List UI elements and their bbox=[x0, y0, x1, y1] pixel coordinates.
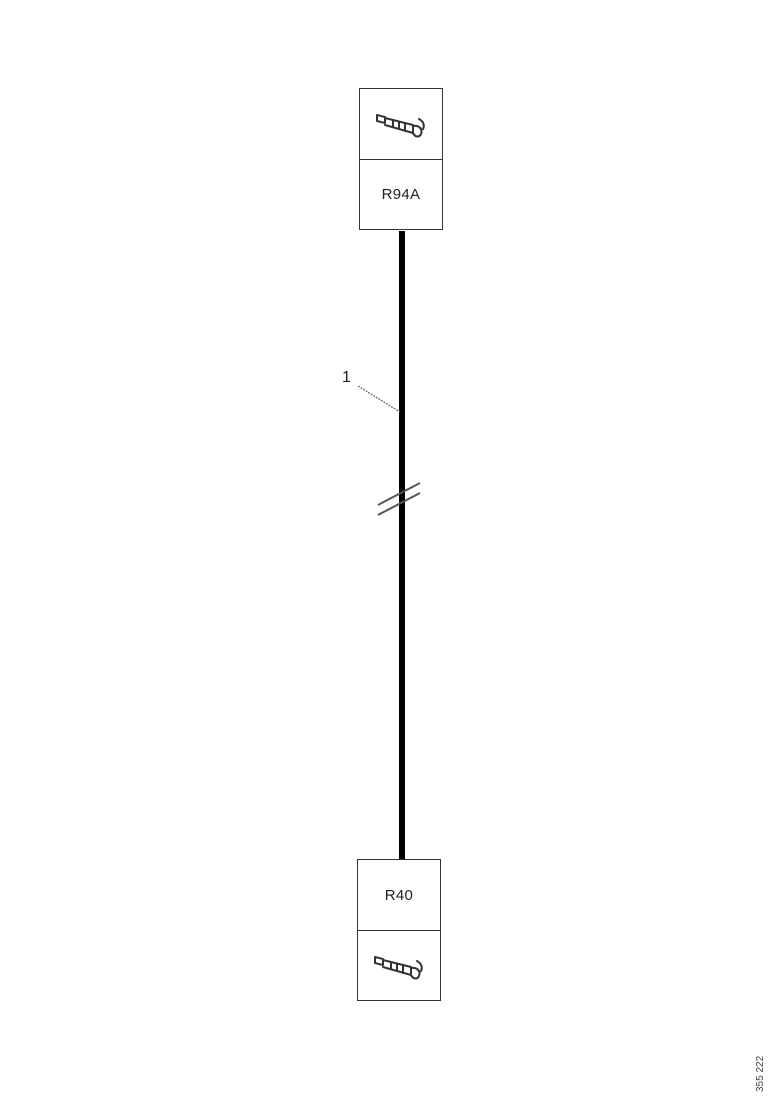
connector-plug-icon bbox=[371, 949, 427, 983]
connector-plug-icon bbox=[373, 107, 429, 141]
wire-callout-number: 1 bbox=[342, 369, 351, 386]
connector-r40-icon-cell bbox=[358, 930, 440, 1000]
wire-break-mark bbox=[377, 482, 421, 516]
connector-r40: R40 bbox=[357, 859, 441, 1001]
wire-harness-line bbox=[399, 231, 405, 859]
connector-r94a-icon-cell bbox=[360, 89, 442, 159]
callout-leader-line bbox=[357, 385, 401, 413]
connector-r94a-label-cell: R94A bbox=[360, 159, 442, 229]
connector-r40-label-cell: R40 bbox=[358, 860, 440, 930]
connector-r94a: R94A bbox=[359, 88, 443, 230]
document-reference-number: 355 222 bbox=[755, 1055, 766, 1092]
connector-r40-label: R40 bbox=[384, 886, 414, 904]
connector-r94a-label: R94A bbox=[381, 186, 421, 203]
